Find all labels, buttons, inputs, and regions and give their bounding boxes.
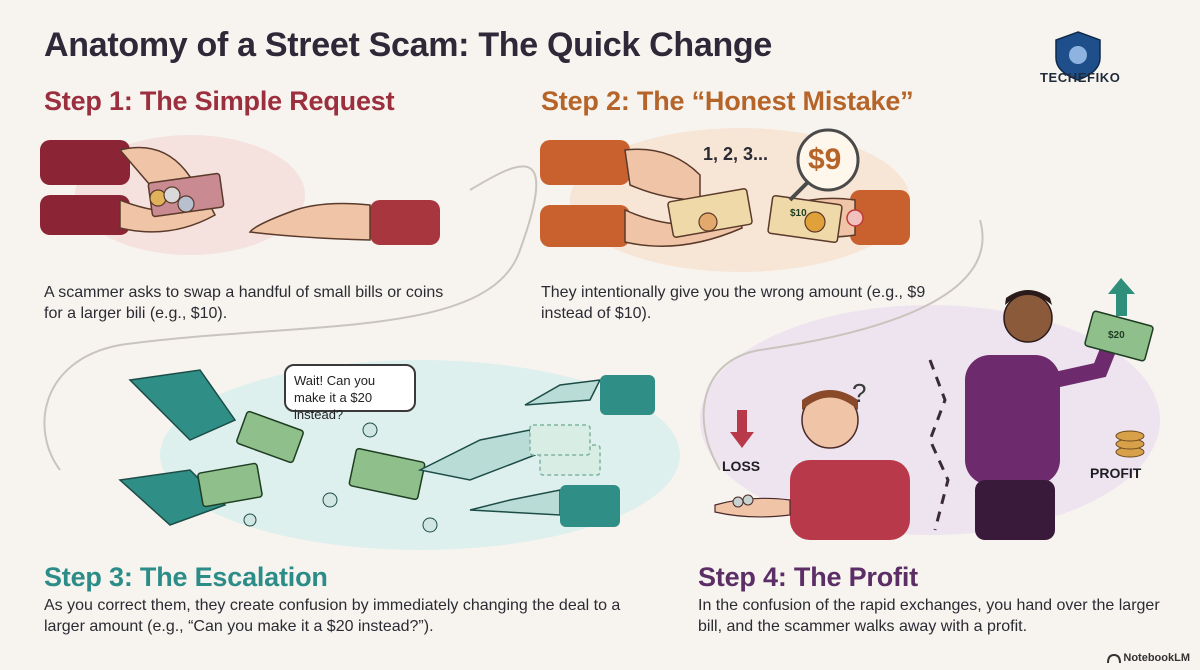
step3-illustration [118,369,655,533]
step2-description: They intentionally give you the wrong am… [541,284,926,322]
shield-brain-logo-icon [1055,31,1101,81]
step2-title: Step 2: The “Honest Mistake” [541,86,914,116]
confused-question-mark: ? [852,378,867,408]
step3-description: As you correct them, they create confusi… [44,597,621,635]
page-title: Anatomy of a Street Scam: The Quick Chan… [44,26,773,64]
split-line [928,359,950,531]
magnifier-icon [788,128,860,202]
arrow-down-icon [730,410,754,448]
counting-text: 1, 2, 3... [703,144,769,164]
step3-title: Step 3: The Escalation [44,562,328,592]
step1-illustration [40,140,440,245]
coin-stack-icon [1115,430,1145,458]
flow-line [43,165,984,471]
brand-name: TECHEFIKO [1040,70,1121,85]
loss-label: LOSS [722,458,761,474]
wrong-amount-text: $9 [808,143,842,176]
step1-description: A scammer asks to swap a handful of smal… [44,284,444,322]
step4-description: In the confusion of the rapid exchanges,… [698,597,1160,635]
notebooklm-icon [1107,653,1121,664]
step2-bill-label: $10 [790,208,807,219]
step4-bill-label: $20 [1108,330,1125,341]
arrow-up-icon [1108,278,1135,316]
step1-title: Step 1: The Simple Request [44,86,395,116]
speech-bubble: Wait! Can you make it a $20 instead? [284,364,416,422]
profit-label: PROFIT [1090,465,1142,481]
step4-title: Step 4: The Profit [698,562,918,592]
footer-notebooklm: NotebookLM [1123,652,1190,664]
step2-illustration [540,128,910,247]
step4-illustration [714,278,1154,540]
